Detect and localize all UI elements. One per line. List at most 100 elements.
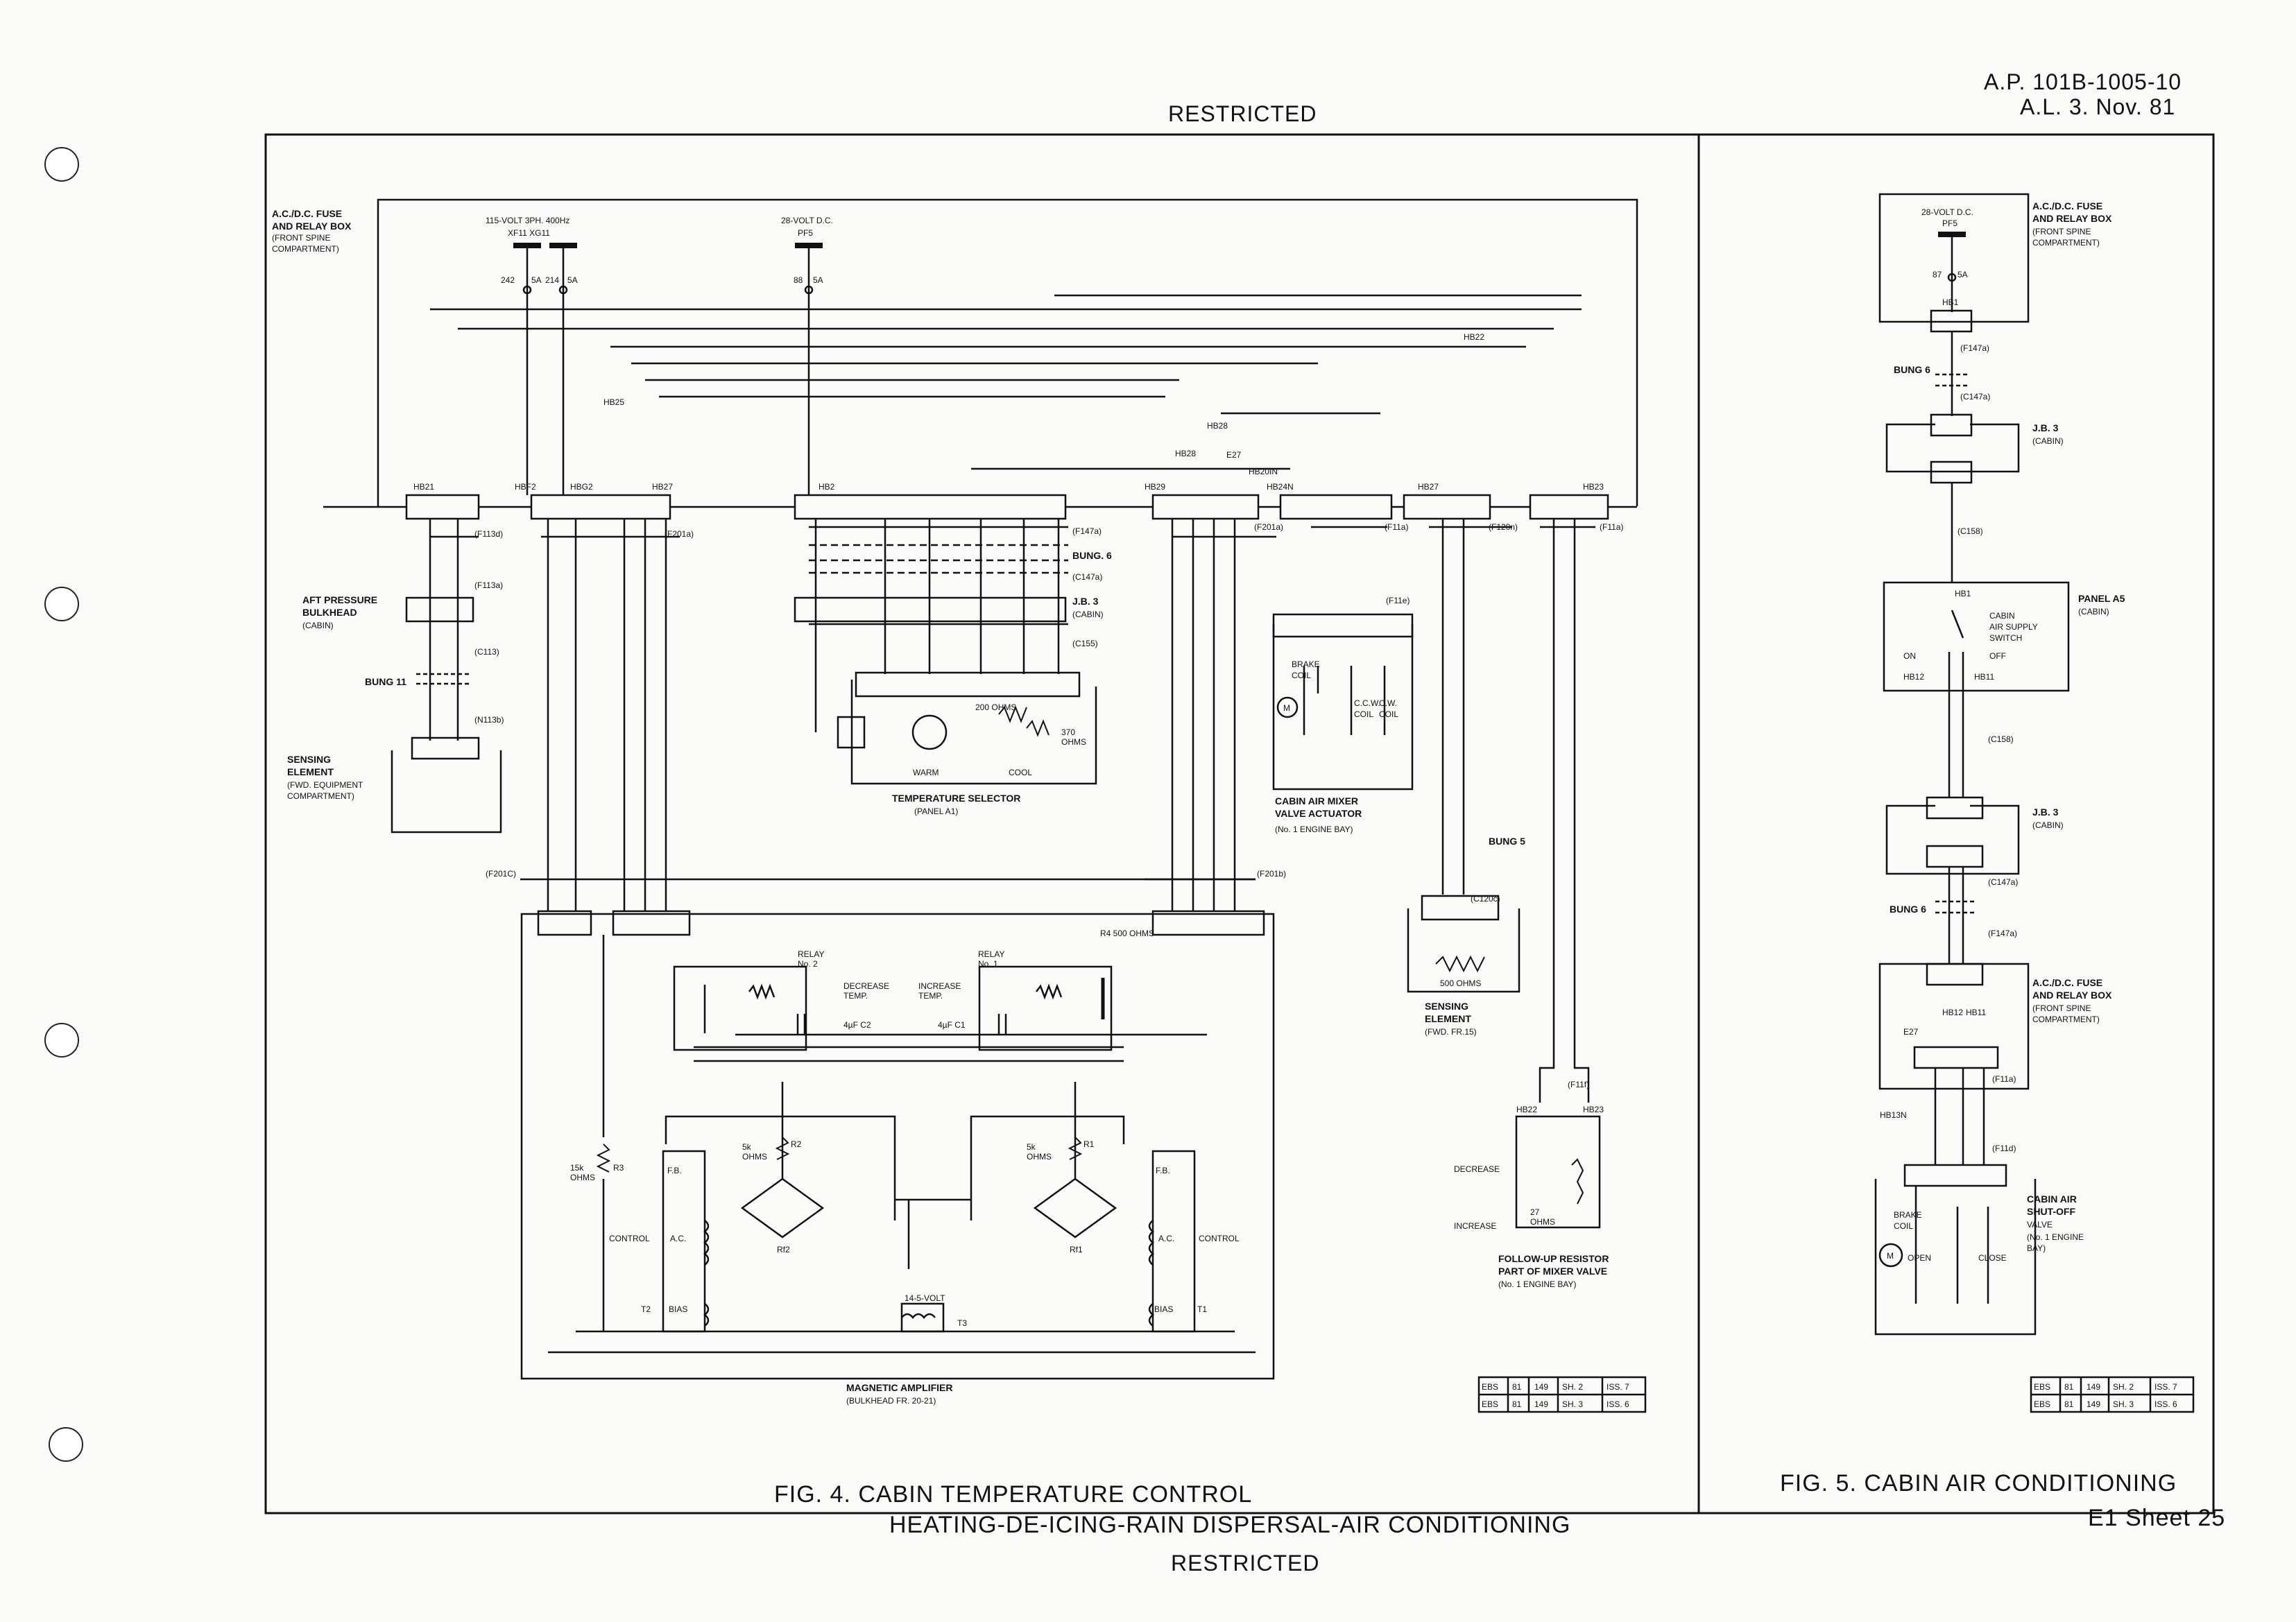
harness-label: HBG2 [570,482,593,492]
ref-cell: EBS [2034,1399,2050,1409]
amp-label: T3 [957,1318,967,1328]
fig5-valve: CLOSE [1978,1253,2007,1263]
binder-hole [44,1023,79,1058]
amp-label: R2 [791,1139,802,1149]
fig5-fuse-box: COMPARTMENT) [2032,1015,2100,1024]
fig5-switch: ON [1903,651,1916,661]
fig5-fuse-box: A.C./D.C. FUSE [2032,200,2102,212]
fig5-fuse-box: AND RELAY BOX [2032,990,2112,1001]
fuse-box-label: A.C./D.C. FUSE [272,208,342,219]
amp-label: 15k [570,1163,584,1173]
sensing-label: ELEMENT [287,766,334,777]
amp-label: DECREASE [843,981,889,991]
ref-cell: EBS [2034,1382,2050,1392]
selector-value: 370 [1061,727,1075,737]
fig4-caption: FIG. 4. CABIN TEMPERATURE CONTROL [774,1481,1253,1508]
fig5-switch: SWITCH [1989,633,2022,643]
jb3-label: J.B. 3 [1072,596,1099,607]
bung11-label: BUNG 11 [365,676,406,687]
fig5-cable: (F147a) [1988,929,2017,938]
amp-label: T1 [1197,1304,1207,1314]
aft-bulkhead-label: BULKHEAD [302,607,357,618]
fuse-box-label: AND RELAY BOX [272,221,352,232]
amp-label: F.B. [667,1166,682,1175]
fuse-label: 5A [567,275,578,285]
mixer-label: VALVE ACTUATOR [1275,808,1362,819]
fig5-harness: HB13N [1880,1110,1907,1120]
fig5-switch: AIR SUPPLY [1989,622,2038,632]
ref-cell: ISS. 6 [1607,1399,1629,1409]
fig5-jb3: (CABIN) [2032,820,2064,830]
fig5-shutoff: CABIN AIR [2027,1193,2077,1205]
ref-cell: ISS. 7 [1607,1382,1629,1392]
fig5-shutoff: VALVE [2027,1220,2053,1230]
fig5-cable: (F11d) [1992,1144,2016,1153]
amp-label: INCREASE [918,981,961,991]
harness-label: HB27 [1418,482,1439,492]
ref-cell: EBS [1482,1399,1498,1409]
subject-line: HEATING-DE-ICING-RAIN DISPERSAL-AIR COND… [889,1512,1571,1538]
amp-label: 5k [1027,1142,1036,1152]
cable-label: (F11f) [1568,1080,1589,1089]
harness-label: HB25 [603,397,624,407]
amp-label: BIAS [1154,1304,1173,1314]
fig5-panel: (CABIN) [2078,607,2109,616]
bung5-label: BUNG 5 [1489,836,1525,847]
harness-label: HB22 [1464,332,1484,342]
fig5-panel: PANEL A5 [2078,593,2125,604]
followup-value: INCREASE [1454,1221,1496,1231]
ref-cell: ISS. 6 [2154,1399,2177,1409]
sensing-fr15-label: ELEMENT [1425,1013,1471,1024]
ref-cell: SH. 2 [1562,1382,1583,1392]
fig5-fuse: 5A [1957,270,1968,279]
followup-value: HB22 [1516,1105,1537,1114]
amp-label: TEMP. [918,991,943,1001]
ref-cell: SH. 3 [1562,1399,1583,1409]
ref-cell: 81 [2064,1399,2074,1409]
followup-value: DECREASE [1454,1164,1500,1174]
fig5-fuse-box: AND RELAY BOX [2032,213,2112,224]
amp-label: No. 2 [798,959,818,969]
amp-label: RELAY [798,949,824,959]
cable-label: (F11e) [1386,596,1410,605]
followup-value: 27 [1530,1207,1540,1217]
ref-cell: 81 [1512,1382,1522,1392]
selector-title: (PANEL A1) [914,806,958,816]
amp-label: R1 [1083,1139,1095,1149]
amp-label: R3 [613,1163,624,1173]
harness-label: HB27 [652,482,673,492]
selector-value: COOL [1009,768,1032,777]
amp-label: 4µF C2 [843,1020,871,1030]
followup-label: FOLLOW-UP RESISTOR [1498,1253,1609,1264]
fig5-bung6: BUNG 6 [1894,364,1930,375]
fuse-label: 88 [794,275,803,285]
binder-hole [49,1427,83,1462]
fuse-box-label: COMPARTMENT) [272,244,339,254]
fig5-valve: M [1887,1251,1894,1261]
fuse-label: 5A [531,275,542,285]
amp-label: 14-5-VOLT [905,1293,945,1303]
selector-value: WARM [913,768,939,777]
mag-amp-label: MAGNETIC AMPLIFIER [846,1382,952,1393]
harness-label: HB20IN [1249,467,1278,476]
cable-label: (F113d) [474,529,503,539]
amp-label: TEMP. [843,991,868,1001]
mag-amp-label: (BULKHEAD FR. 20-21) [846,1396,936,1406]
cable-label: (C120c) [1471,894,1500,904]
mixer-coil: C.C.W. [1354,698,1380,708]
harness-label: HB23 [1583,482,1604,492]
fig5-fuse-box: A.C./D.C. FUSE [2032,977,2102,988]
binder-hole [44,147,79,182]
fig5-switch: OFF [1989,651,2006,661]
selector-value: OHMS [1061,737,1086,747]
selector-title: TEMPERATURE SELECTOR [892,793,1020,804]
mixer-coil: COIL [1292,671,1311,680]
cable-label: (F201b) [1257,869,1286,879]
ac-supply-label: XF11 XG11 [508,228,550,238]
harness-label: HBF2 [515,482,536,492]
cable-label: (F11a) [1600,522,1623,532]
amp-label: R4 500 OHMS [1100,929,1154,938]
ref-cell: 81 [2064,1382,2074,1392]
amp-label: BIAS [669,1304,687,1314]
